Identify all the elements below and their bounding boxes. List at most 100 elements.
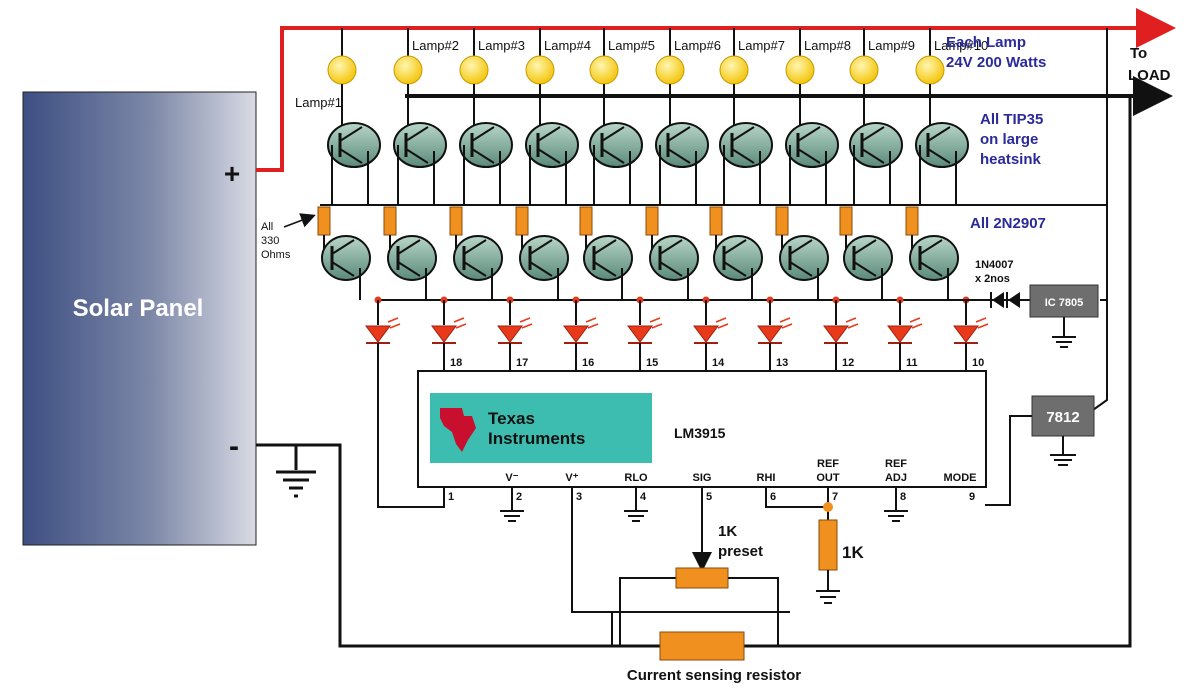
lamp-5: Lamp#5 [589, 28, 655, 100]
pin-name-rhi: RHI [757, 472, 776, 484]
ic-pin-11: 11 [906, 357, 918, 369]
ic-pin-16: 16 [582, 357, 594, 369]
ic-bottom-pin-1: 1 [448, 491, 454, 503]
pnp-stage-6 [645, 206, 699, 300]
led-4 [563, 296, 599, 371]
plus-terminal: + [224, 158, 240, 189]
tip35-6 [655, 100, 709, 205]
lamp-3: Lamp#3 [459, 28, 525, 100]
ic-part-number: LM3915 [674, 425, 726, 441]
pnp-stage-2 [383, 206, 437, 300]
2n2907-array [317, 206, 990, 301]
ref-1k-resistor [818, 519, 838, 571]
ic-bottom-pin-2: 2 [516, 491, 522, 503]
base-resistor-9 [839, 206, 853, 236]
pin1-wire [377, 352, 445, 508]
lamp-7: Lamp#7 [719, 28, 785, 100]
pnp-stage-5 [579, 206, 633, 300]
lamp-rating-line2: 24V 200 Watts [946, 54, 1046, 71]
led-2 [431, 296, 467, 371]
pnp-stage-4 [515, 206, 569, 300]
7812-output-wire [985, 415, 1032, 506]
lamp-label-9: Lamp#9 [868, 38, 915, 53]
ic-pin-15: 15 [646, 357, 658, 369]
lamp-2: Lamp#2 [393, 28, 459, 100]
tip35-4 [525, 100, 579, 205]
tip35-9 [849, 100, 903, 205]
preset-label-line1: 1K [718, 523, 737, 540]
regulator-7805 [1029, 284, 1099, 318]
tip35-8 [785, 100, 839, 205]
ref-junction [823, 502, 833, 512]
led-6 [693, 296, 729, 371]
tip35-array [320, 100, 1107, 206]
lamp-8: Lamp#8 [785, 28, 851, 100]
diode-pair [960, 292, 1030, 308]
lamp-rating-line1: Each Lamp [946, 34, 1026, 51]
lamp-label-5: Lamp#5 [608, 38, 655, 53]
ground-pin-8 [884, 487, 908, 522]
pnp-stage-1 [317, 206, 371, 300]
base-resistor-1 [317, 206, 331, 236]
pin-name-rlo: RLO [624, 472, 648, 484]
ti-brand-line1: Texas [488, 409, 535, 428]
led-7 [757, 296, 793, 371]
ic-bottom-pin-8: 8 [900, 491, 906, 503]
lamp-4: Lamp#4 [525, 28, 591, 100]
res-note-arrow [283, 213, 316, 228]
ref-resistor-label: 1K [842, 543, 864, 562]
ref-resistor-ground [816, 570, 840, 604]
ti-brand-line2: Instruments [488, 429, 585, 448]
lamp-label-6: Lamp#6 [674, 38, 721, 53]
pin-name-refadj-1: REF [885, 458, 907, 470]
ti-logo-icon [440, 408, 476, 452]
pnp-stage-7 [709, 206, 763, 300]
res-note-line2: 330 [261, 235, 279, 247]
diode-note-line1: 1N4007 [975, 259, 1014, 271]
load-label: LOAD [1128, 67, 1171, 84]
pin3-wire [571, 487, 612, 613]
current-sensing-resistor [659, 631, 745, 661]
ic-pin-13: 13 [776, 357, 788, 369]
led-9 [887, 296, 923, 371]
lamp-1: Lamp#1 [295, 28, 357, 110]
ground-pin-4 [624, 487, 648, 522]
lamp-9: Lamp#9 [849, 28, 915, 100]
lamp-label-1: Lamp#1 [295, 95, 342, 110]
led-1 [365, 296, 401, 352]
led-8 [823, 296, 859, 371]
base-resistor-5 [579, 206, 593, 236]
preset-resistor [675, 567, 729, 589]
regulator-7805-label: IC 7805 [1045, 297, 1084, 309]
sense-resistor-label: Current sensing resistor [627, 667, 801, 684]
tip35-3 [459, 100, 513, 205]
regulator-7812-label: 7812 [1046, 409, 1079, 426]
base-resistor-2 [383, 206, 397, 236]
minus-terminal: - [229, 430, 239, 463]
tip35-5 [589, 100, 643, 205]
tip35-1 [327, 100, 381, 205]
lamp-label-10: Lamp#10 [934, 38, 988, 53]
base-resistor-4 [515, 206, 529, 236]
pnp-stage-3 [449, 206, 503, 300]
pin-name-sig: SIG [693, 472, 712, 484]
ic-pin-14: 14 [712, 357, 725, 369]
ic-pin-18: 18 [450, 357, 462, 369]
res-note-line1: All [261, 221, 273, 233]
panel-ground-symbol [276, 445, 316, 498]
lamp-label-8: Lamp#8 [804, 38, 851, 53]
diode-note-line2: x 2nos [975, 273, 1010, 285]
lamp-10: Lamp#10 [915, 28, 988, 100]
ic-pin-10: 10 [972, 357, 984, 369]
ic-bottom-pin-5: 5 [706, 491, 712, 503]
base-resistor-7 [709, 206, 723, 236]
7812-ground-symbol [1050, 436, 1076, 466]
led-3 [497, 296, 533, 371]
led-array [365, 296, 989, 371]
7805-ground-symbol [1052, 317, 1076, 348]
tip35-2 [393, 100, 447, 205]
ic-bottom-pin-9: 9 [969, 491, 975, 503]
ground-return-wire [256, 96, 1132, 648]
